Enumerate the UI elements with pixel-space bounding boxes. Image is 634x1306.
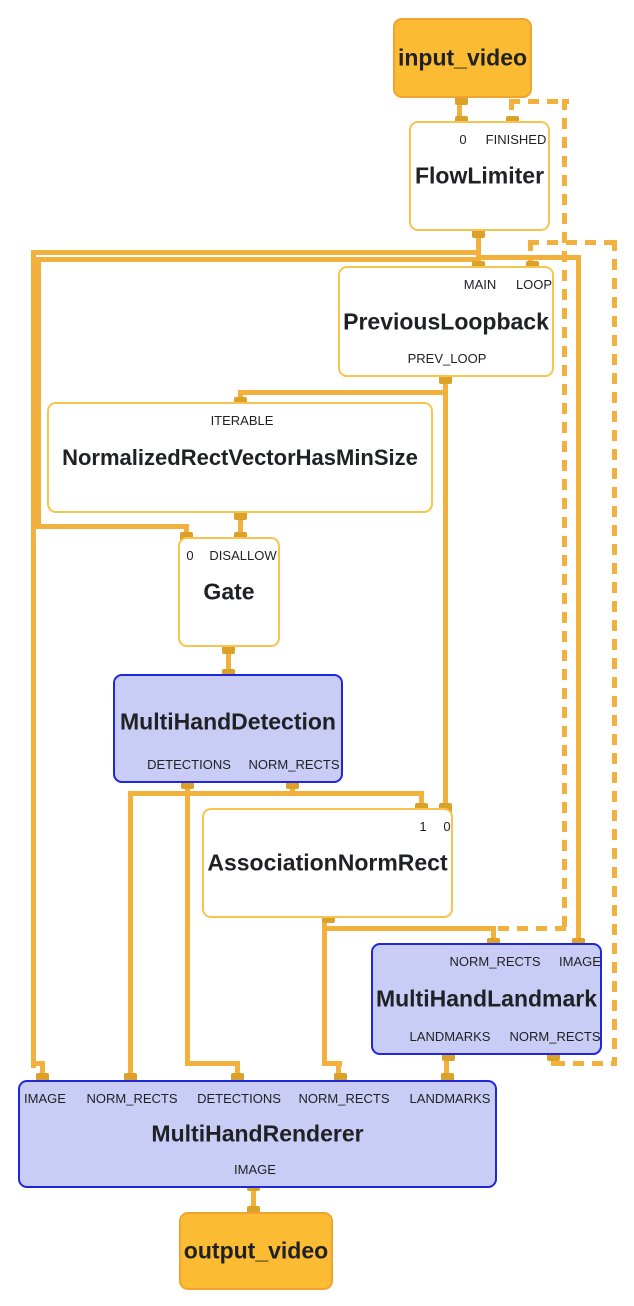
edge-detections-drop (235, 1061, 240, 1077)
backedge-loop-stub (528, 240, 533, 263)
node-title: Gate (203, 578, 255, 605)
port-label-disallow: DISALLOW (209, 548, 277, 563)
edge-gate-detection (226, 645, 231, 675)
edge-minsize-disallow (238, 511, 243, 538)
edge-assoc-landmark-h (322, 926, 496, 931)
edge-throttled-left-h1 (31, 250, 481, 255)
edge-landmarks-renderer (444, 1052, 449, 1078)
edge-throttled-left-v2 (36, 257, 41, 529)
edge-flowlimiter-main (476, 229, 481, 268)
node-title: MultiHandLandmark (375, 985, 598, 1012)
node-multihandlandmark[interactable]: NORM_RECTS IMAGE MultiHandLandmark LANDM… (371, 943, 602, 1055)
edge-renderer-outputvideo (251, 1184, 256, 1213)
port-label-landmarks-out: LANDMARKS (409, 1029, 491, 1044)
backedge-finished-stub (509, 99, 514, 118)
edge-throttled-left-h2 (31, 257, 481, 262)
port-label-normrects0-in: NORM_RECTS (86, 1091, 178, 1106)
backedge-loop-v (612, 240, 617, 1066)
port-label-0: 0 (186, 548, 194, 563)
edge-assoc-renderer-jog (322, 1061, 342, 1066)
node-previousloopback[interactable]: MAIN LOOP PreviousLoopback PREV_LOOP (338, 266, 554, 377)
port-label-detections-in: DETECTIONS (197, 1091, 281, 1106)
node-flowlimiter[interactable]: 0 FINISHED FlowLimiter (409, 121, 550, 231)
stream-label: input_video (397, 44, 528, 71)
node-multihanddetection[interactable]: MultiHandDetection DETECTIONS NORM_RECTS (113, 674, 343, 783)
port-label-detections: DETECTIONS (147, 757, 231, 772)
stream-label: output_video (183, 1237, 329, 1264)
port-label-finished: FINISHED (485, 132, 547, 147)
port-label-image-in: IMAGE (24, 1091, 66, 1106)
edge-prevloop-stub (443, 375, 448, 395)
port-label-0: 0 (443, 819, 451, 834)
node-normalizedrectvectorhasminsize[interactable]: ITERABLE NormalizedRectVectorHasMinSize (47, 402, 433, 513)
node-multihandrenderer[interactable]: IMAGE NORM_RECTS DETECTIONS NORM_RECTS L… (18, 1080, 497, 1188)
port-label-loop: LOOP (515, 277, 553, 292)
port-label-normrects1-in: NORM_RECTS (298, 1091, 390, 1106)
node-input-video[interactable]: input_video (393, 18, 532, 98)
edge-prevloop-assoc-v (443, 390, 448, 808)
node-title: PreviousLoopback (343, 308, 549, 334)
port-label-normrects: NORM_RECTS (248, 757, 340, 772)
port-label-1: 1 (419, 819, 427, 834)
port-label-iterable: ITERABLE (210, 413, 274, 428)
edge-normrects-assoc-v (419, 791, 424, 807)
node-associationnormrect[interactable]: 1 0 AssociationNormRect (202, 808, 453, 918)
edge-throttled-right-h (476, 255, 579, 260)
port-label-0: 0 (459, 132, 467, 147)
port-label-normrects-in: NORM_RECTS (449, 954, 541, 969)
node-title: NormalizedRectVectorHasMinSize (62, 444, 418, 470)
node-gate[interactable]: 0 DISALLOW Gate (178, 537, 280, 647)
edge-assoc-renderer-drop (336, 1061, 341, 1077)
edge-assoc-landmark-v (491, 926, 496, 942)
edge-image-renderer-drop (40, 1061, 45, 1077)
edge-throttled-landmark-v (576, 255, 581, 943)
backedge-finished-h (509, 99, 569, 104)
node-title: AssociationNormRect (207, 849, 448, 876)
edge-normrects-renderer-v (128, 791, 133, 1077)
edge-prevloop-iterable-h (238, 390, 448, 395)
edge-throttled-left-v1 (31, 250, 36, 1068)
edge-image-renderer-jog (31, 1061, 45, 1066)
port-label-main: MAIN (463, 277, 497, 292)
edge-throttled-gate-h (36, 524, 189, 529)
edge-assoc-renderer-v (322, 914, 327, 1066)
backedge-loop-h-bottom (554, 1061, 616, 1066)
node-output-video[interactable]: output_video (179, 1212, 333, 1290)
port-label-image-in: IMAGE (559, 954, 601, 969)
port-label-landmarks-in: LANDMARKS (409, 1091, 491, 1106)
port-label-normrects-out: NORM_RECTS (509, 1029, 601, 1044)
edge-detections-v (185, 780, 190, 1066)
node-title: MultiHandRenderer (151, 1120, 364, 1147)
port-label-prevloop: PREV_LOOP (407, 351, 487, 366)
edge-detections-jog (185, 1061, 240, 1066)
node-title: FlowLimiter (414, 162, 545, 189)
backedge-finished-v (562, 99, 567, 929)
edge-normrects-h (128, 791, 424, 796)
edge-inputvideo-flowlimiter (457, 96, 462, 123)
backedge-loop-h-top (528, 240, 618, 245)
backedge-finished-tap (498, 926, 566, 931)
port-label-image-out: IMAGE (234, 1162, 276, 1177)
node-title: MultiHandDetection (120, 708, 336, 735)
